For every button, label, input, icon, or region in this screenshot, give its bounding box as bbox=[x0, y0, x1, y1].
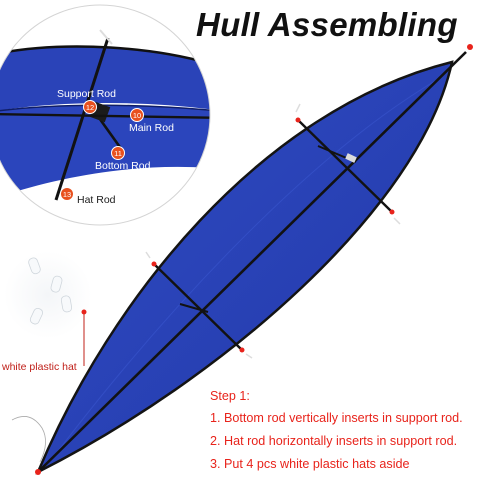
hat-inset bbox=[4, 251, 92, 339]
rod-tip-top bbox=[467, 44, 473, 50]
main-rod-label: Main Rod bbox=[129, 122, 174, 134]
rear-hat-bottom bbox=[390, 210, 395, 215]
rear-pin-bottom bbox=[394, 218, 400, 224]
page-title: Hull Assembling bbox=[196, 6, 458, 44]
rear-hat-top bbox=[296, 118, 301, 123]
steps-panel: Step 1: 1. Bottom rod vertically inserts… bbox=[210, 389, 498, 480]
svg-text:13: 13 bbox=[63, 190, 71, 199]
step-item-2: 2. Hat rod horizontally inserts in suppo… bbox=[210, 434, 498, 448]
rear-pin-top bbox=[296, 104, 300, 112]
white-plastic-hat-label: white plastic hat bbox=[2, 361, 77, 373]
zoom-fabric-upper bbox=[0, 47, 230, 112]
front-pin-bottom bbox=[246, 354, 252, 358]
badge-10: 10 bbox=[131, 109, 144, 122]
support-rod-label: Support Rod bbox=[57, 88, 116, 100]
svg-text:11: 11 bbox=[114, 149, 122, 158]
bottom-rod-label: Bottom Rod bbox=[95, 160, 150, 172]
steps-heading: Step 1: bbox=[210, 389, 498, 403]
string-line bbox=[12, 416, 46, 462]
rod-tip-bottom bbox=[35, 469, 41, 475]
badge-11: 11 bbox=[112, 147, 125, 160]
badge-12: 12 bbox=[84, 101, 97, 114]
front-hat-top bbox=[152, 262, 157, 267]
step-item-1: 1. Bottom rod vertically inserts in supp… bbox=[210, 411, 498, 425]
hat-rod-label: Hat Rod bbox=[77, 194, 116, 206]
front-hat-bottom bbox=[240, 348, 245, 353]
svg-text:10: 10 bbox=[133, 111, 141, 120]
front-pin-top bbox=[146, 252, 150, 258]
hat-leader-dot bbox=[82, 310, 87, 315]
badge-13: 13 bbox=[61, 188, 74, 201]
step-item-3: 3. Put 4 pcs white plastic hats aside bbox=[210, 457, 498, 471]
svg-text:12: 12 bbox=[86, 103, 94, 112]
